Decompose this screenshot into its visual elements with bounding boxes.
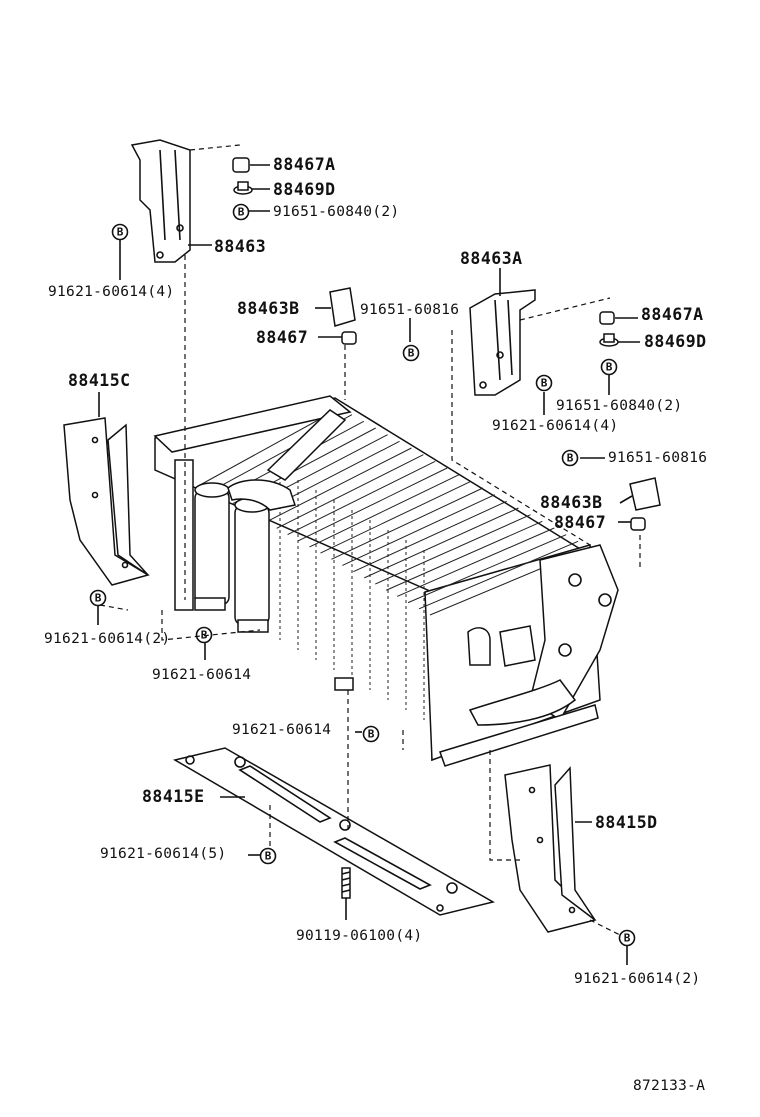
label-91621-60614-b: 91621-60614 xyxy=(232,722,331,738)
svg-text:B: B xyxy=(117,226,124,239)
bolt-marker: B xyxy=(259,847,277,865)
bolt-marker: B xyxy=(535,374,553,392)
bolt-marker: B xyxy=(402,344,420,362)
small-hardware xyxy=(232,157,661,899)
bolt-marker: B xyxy=(561,449,579,467)
label-88463B-right: 88463B xyxy=(540,493,603,512)
bracket-88463 xyxy=(130,139,191,263)
label-91621-60614-5: 91621-60614(5) xyxy=(100,846,226,862)
svg-text:B: B xyxy=(95,592,102,605)
bolt-marker: B xyxy=(362,725,380,743)
bolt-markers: B B B B B B B B B B B xyxy=(89,203,636,947)
label-88467A-left: 88467A xyxy=(273,155,336,174)
condenser-fin xyxy=(265,447,412,523)
bolt-marker: B xyxy=(600,358,618,376)
condenser-fin xyxy=(331,487,484,560)
label-88467-top: 88467 xyxy=(256,328,308,347)
bracket-88463A xyxy=(469,289,536,396)
label-88467A-right: 88467A xyxy=(641,305,704,324)
bolt-marker: B xyxy=(89,589,107,607)
label-88415D: 88415D xyxy=(595,813,658,832)
label-90119-06100-4: 90119-06100(4) xyxy=(296,928,422,944)
label-88467-right: 88467 xyxy=(554,513,606,532)
receiver-dryer xyxy=(194,409,347,633)
condenser-fin xyxy=(320,480,472,554)
condenser-fin xyxy=(353,500,507,573)
condenser-fin xyxy=(342,494,495,566)
label-91621-60614-2-right: 91621-60614(2) xyxy=(574,971,700,987)
part-labels: 88467A 88469D 91651-60840(2) 88463 91621… xyxy=(44,155,707,1094)
condenser-fin xyxy=(276,454,424,529)
condenser-fin xyxy=(396,527,555,597)
label-88463B-top: 88463B xyxy=(237,299,300,318)
condenser-fin xyxy=(199,407,341,486)
label-88463: 88463 xyxy=(214,237,266,256)
svg-text:B: B xyxy=(541,377,548,390)
condenser-fin xyxy=(418,540,579,610)
bolt-marker: B xyxy=(618,929,636,947)
seal-88415E xyxy=(173,747,495,916)
condenser-fin xyxy=(298,467,448,542)
label-91621-60614-a: 91621-60614 xyxy=(152,667,251,683)
svg-text:B: B xyxy=(606,361,613,374)
condenser-fin xyxy=(364,507,519,579)
label-91651-60816-right: 91651-60816 xyxy=(608,450,707,466)
label-91621-60614-2-left: 91621-60614(2) xyxy=(44,631,170,647)
condenser-fin xyxy=(385,520,543,591)
label-91621-60614-4-right: 91621-60614(4) xyxy=(492,418,618,434)
condenser-fin xyxy=(287,460,436,535)
label-91621-60614-4-left: 91621-60614(4) xyxy=(48,284,174,300)
svg-text:B: B xyxy=(624,932,631,945)
label-88469D-right: 88469D xyxy=(644,332,707,351)
bolt-marker: B xyxy=(232,203,250,221)
bolt-marker: B xyxy=(195,626,213,644)
condenser-fins xyxy=(199,407,591,720)
label-91651-60840-left: 91651-60840(2) xyxy=(273,204,399,220)
label-91651-60816-top: 91651-60816 xyxy=(360,302,459,318)
svg-text:B: B xyxy=(265,850,272,863)
leader-lines xyxy=(97,164,640,965)
label-88463A: 88463A xyxy=(460,249,523,268)
label-88415E: 88415E xyxy=(142,787,205,806)
assembly-lines xyxy=(99,144,641,936)
condenser-fin xyxy=(375,514,531,585)
condenser-fin xyxy=(309,474,460,548)
label-91651-60840-right: 91651-60840(2) xyxy=(556,398,682,414)
condenser-fin xyxy=(407,534,567,604)
bolt-marker: B xyxy=(111,223,129,241)
seal-88415C xyxy=(63,417,150,586)
seal-88415D xyxy=(504,764,597,933)
diagram-id: 872133-A xyxy=(633,1078,705,1094)
label-88415C: 88415C xyxy=(68,371,131,390)
svg-text:B: B xyxy=(201,629,208,642)
svg-text:B: B xyxy=(408,347,415,360)
svg-text:B: B xyxy=(567,452,574,465)
svg-text:B: B xyxy=(368,728,375,741)
label-88469D-left: 88469D xyxy=(273,180,336,199)
svg-text:B: B xyxy=(238,206,245,219)
